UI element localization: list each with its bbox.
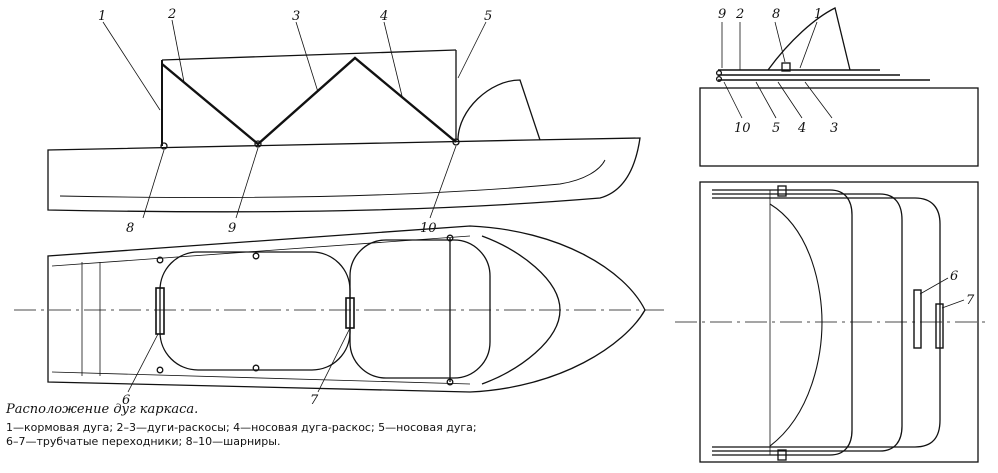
plan-hinge-2 xyxy=(156,366,164,374)
leader-6 xyxy=(127,333,159,393)
detail-connector-6 xyxy=(913,289,922,349)
leader-d6 xyxy=(919,277,949,295)
label-7: 7 xyxy=(310,393,319,408)
detail-loop-3 xyxy=(712,197,941,448)
label-8: 8 xyxy=(126,221,134,236)
windshield xyxy=(457,79,541,141)
detail-windshield-plan xyxy=(769,203,823,447)
detail-hull-plan xyxy=(699,181,979,463)
detail-side-view xyxy=(699,7,979,167)
caption-legend-line-2: 6–7—трубчатые переходники; 8–10—шарниры. xyxy=(6,435,281,448)
plan-hinge-1 xyxy=(156,256,164,264)
caption-title: Расположение дуг каркаса. xyxy=(6,402,199,417)
side-keel-line xyxy=(59,159,606,198)
detail-label-8: 8 xyxy=(772,7,780,22)
leader-2 xyxy=(171,19,185,83)
plan-hinge-6 xyxy=(446,378,454,386)
detail-label-7: 7 xyxy=(966,293,975,308)
brace-arcs-2-3-4 xyxy=(161,56,457,146)
leader-10 xyxy=(429,145,457,219)
detail-hinge-b xyxy=(715,75,723,83)
detail-label-3: 3 xyxy=(830,121,838,136)
side-view xyxy=(47,19,641,219)
side-hull xyxy=(47,137,641,213)
leader-5 xyxy=(457,21,487,79)
label-3: 3 xyxy=(292,9,300,24)
detail-label-9: 9 xyxy=(718,7,726,22)
detail-label-2: 2 xyxy=(735,7,744,22)
detail-label-1: 1 xyxy=(814,7,822,22)
canopy-top xyxy=(161,49,457,61)
plan-hinge-3 xyxy=(252,252,260,260)
hinge-9 xyxy=(254,140,262,148)
detail-windshield xyxy=(767,7,851,71)
detail-loop-1 xyxy=(712,189,853,456)
hinge-10 xyxy=(452,138,460,146)
detail-clamp-top xyxy=(777,185,787,197)
detail-clamp xyxy=(781,62,791,72)
leader-7 xyxy=(317,327,351,393)
rear-arc-loop xyxy=(159,251,351,371)
detail-label-5: 5 xyxy=(772,121,780,136)
label-1: 1 xyxy=(98,9,106,24)
detail-clamp-bottom xyxy=(777,449,787,461)
leader-d8 xyxy=(774,21,786,63)
figure-caption: Расположение дуг каркаса. 1—кормовая дуг… xyxy=(6,402,666,449)
leader-d5 xyxy=(755,81,777,119)
detail-loop-2 xyxy=(712,193,903,452)
leader-d4 xyxy=(777,81,803,119)
plan-view xyxy=(14,225,664,393)
label-9: 9 xyxy=(228,221,236,236)
detail-label-4: 4 xyxy=(797,121,806,136)
leader-9 xyxy=(235,147,259,219)
leader-4 xyxy=(383,21,403,97)
label-2: 2 xyxy=(167,7,176,22)
leader-d7 xyxy=(941,299,965,309)
caption-legend-line-1: 1—кормовая дуга; 2–3—дуги-раскосы; 4—нос… xyxy=(6,421,477,434)
hinge-8 xyxy=(160,142,168,150)
detail-plan-view xyxy=(675,181,990,463)
leader-d3 xyxy=(804,81,833,119)
number-labels: 1 2 3 4 5 8 9 10 6 7 9 2 8 1 10 5 4 3 6 … xyxy=(98,7,975,408)
plan-hinge-5 xyxy=(446,234,454,242)
label-5: 5 xyxy=(484,9,492,24)
leader-d10 xyxy=(723,81,743,119)
plan-hinge-4 xyxy=(252,364,260,372)
detail-label-10: 10 xyxy=(734,121,751,136)
tube-connector-6 xyxy=(155,287,165,335)
label-4: 4 xyxy=(379,9,388,24)
leader-1 xyxy=(102,21,161,111)
label-10: 10 xyxy=(420,221,437,236)
label-6: 6 xyxy=(122,393,130,408)
leader-3 xyxy=(295,21,319,93)
detail-hinge-a xyxy=(715,69,723,77)
plan-gunwale-inner xyxy=(51,235,471,385)
leader-d1 xyxy=(799,21,818,69)
detail-connector-7 xyxy=(935,303,944,349)
leader-8 xyxy=(142,149,165,219)
detail-hull-side xyxy=(699,87,979,167)
front-arc-loop xyxy=(349,239,491,379)
detail-label-6: 6 xyxy=(950,269,958,284)
